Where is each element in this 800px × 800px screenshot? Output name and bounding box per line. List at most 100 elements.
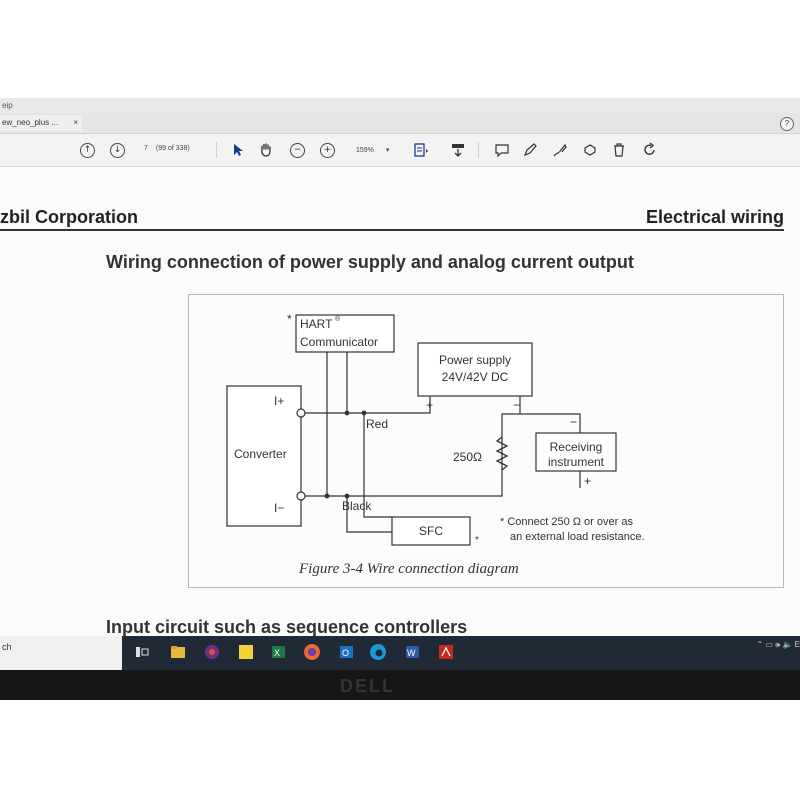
comment-icon — [495, 144, 509, 158]
close-icon[interactable]: × — [73, 118, 78, 127]
note-line-2: an external load resistance. — [510, 531, 645, 543]
resistor-symbol — [495, 436, 509, 471]
file-explorer-icon[interactable] — [168, 642, 188, 662]
receiving-instrument-box — [535, 432, 617, 472]
dell-logo: DELL — [340, 676, 395, 696]
select-tool-button[interactable] — [232, 142, 244, 158]
i-plus-label: I+ — [274, 394, 284, 408]
toolbar-divider — [478, 142, 479, 158]
page-count: (99 of 338) — [155, 145, 190, 152]
window-top-strip: eip — [0, 98, 800, 113]
wiring-diagram-figure: * HART ® Communicator Power supply 24V/4… — [188, 294, 784, 588]
black-wire-label: Black — [342, 499, 372, 513]
pdf-toolbar: ↑ ↓ 7 (99 of 338) − + 159% ▾ — [0, 134, 800, 167]
note-line-1: * Connect 250 Ω or over as — [500, 516, 633, 528]
power-plus-label: + — [426, 398, 433, 412]
plus-icon: + — [320, 142, 335, 158]
next-page-button[interactable]: ↓ — [110, 142, 125, 158]
converter-label: Converter — [234, 447, 287, 461]
fit-page-icon — [414, 143, 428, 157]
svg-text:W: W — [407, 648, 416, 658]
next-section-title: Input circuit such as sequence controlle… — [106, 617, 468, 637]
help-button[interactable]: ? — [780, 117, 794, 131]
comment-button[interactable] — [494, 142, 510, 158]
laptop-bezel: DELL — [0, 670, 800, 700]
document-page[interactable]: zbil Corporation Electrical wiring Wirin… — [0, 167, 800, 700]
minus-icon: − — [290, 142, 305, 158]
stamp-button[interactable] — [582, 142, 598, 158]
red-wire-label: Red — [366, 417, 388, 431]
sfc-label: SFC — [419, 524, 443, 538]
converter-box — [226, 385, 302, 527]
wiring-diagram: * HART ® Communicator Power supply 24V/4… — [226, 312, 645, 577]
word-icon[interactable]: W — [402, 642, 422, 662]
draw-icon — [553, 143, 567, 157]
instrument-label: instrument — [548, 455, 605, 469]
taskbar: ch X O W ⌃ ▭ 🕪 ⁠🔈 E — [0, 636, 800, 670]
svg-text:X: X — [274, 648, 280, 658]
document-tab[interactable]: ew_neo_plus ... × — [0, 115, 82, 131]
header-rule — [0, 229, 784, 231]
stamp-icon — [584, 144, 596, 156]
outlook-icon[interactable]: O — [336, 642, 356, 662]
power-supply-label: Power supply — [439, 353, 511, 367]
terminal-negative — [296, 491, 306, 501]
page-number-field[interactable]: 7 (99 of 338) — [144, 142, 190, 156]
zoom-field[interactable]: 159% ▾ — [356, 142, 389, 158]
hand-icon — [261, 143, 271, 157]
section-title: Wiring connection of power supply and an… — [106, 252, 634, 272]
window-top-fragment: eip — [2, 101, 13, 110]
header-company: zbil Corporation — [0, 207, 138, 227]
hart-communicator-box — [295, 314, 395, 353]
highlight-button[interactable] — [522, 142, 538, 158]
receiving-plus-label: + — [584, 474, 591, 488]
junction-dot — [344, 493, 350, 499]
wire-sfc-a — [346, 496, 392, 533]
document-tab-title: ew_neo_plus ... — [2, 118, 59, 127]
receiving-label: Receiving — [550, 440, 603, 454]
cursor-arrow-icon — [234, 144, 243, 156]
arrow-up-icon: ↑ — [80, 142, 95, 158]
arrow-down-icon: ↓ — [110, 142, 125, 158]
excel-icon[interactable]: X — [268, 642, 288, 662]
system-tray[interactable]: ⌃ ▭ 🕪 ⁠🔈 E — [756, 640, 800, 649]
scroll-icon — [452, 144, 464, 157]
registered-mark: ® — [335, 315, 341, 323]
sticky-notes-icon[interactable] — [236, 642, 256, 662]
fit-page-button[interactable] — [412, 142, 430, 158]
toolbar-divider — [216, 142, 217, 158]
rotate-button[interactable] — [642, 142, 658, 158]
search-box[interactable]: ch — [0, 636, 122, 670]
zoom-out-button[interactable]: − — [290, 142, 305, 158]
delete-button[interactable] — [612, 142, 626, 158]
sfc-star: * — [475, 535, 479, 546]
hand-tool-button[interactable] — [258, 142, 274, 158]
pen-icon — [523, 143, 537, 157]
scroll-mode-button[interactable] — [450, 142, 466, 158]
header-chapter: Electrical wiring — [645, 207, 784, 227]
trash-icon — [614, 143, 624, 157]
hart-label: HART — [300, 317, 333, 331]
edge-icon[interactable] — [368, 642, 388, 662]
junction-dot — [324, 493, 330, 499]
resistor-label: 250Ω — [453, 450, 482, 464]
wire-positive — [301, 396, 431, 414]
figure-caption: Figure 3-4 Wire connection diagram — [298, 561, 519, 577]
wire-return — [301, 413, 581, 497]
receiving-minus-label: − — [570, 415, 577, 429]
draw-button[interactable] — [552, 142, 568, 158]
acrobat-icon[interactable] — [436, 642, 456, 662]
junction-dot — [344, 410, 350, 416]
previous-page-button[interactable]: ↑ — [80, 142, 95, 158]
sfc-box — [391, 516, 471, 546]
firefox-icon[interactable] — [302, 642, 322, 662]
photos-icon[interactable] — [202, 642, 222, 662]
task-view-icon[interactable] — [132, 642, 152, 662]
current-page[interactable]: 7 — [144, 145, 148, 152]
wire-sfc-b — [363, 413, 392, 518]
power-voltage-label: 24V/42V DC — [442, 370, 509, 384]
search-hint-text: ch — [2, 642, 12, 652]
communicator-label: Communicator — [300, 335, 378, 349]
zoom-in-button[interactable]: + — [320, 142, 335, 158]
tab-bar: ew_neo_plus ... × ? — [0, 113, 800, 134]
